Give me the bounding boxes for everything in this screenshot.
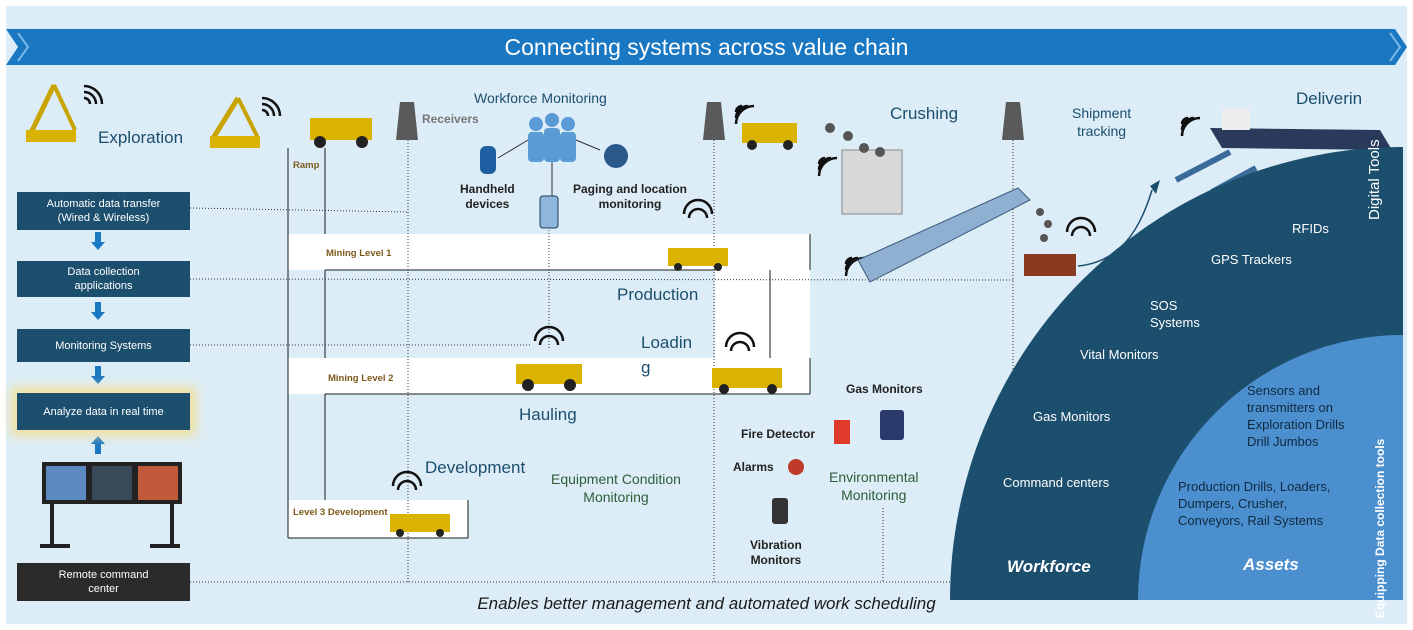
flow-step-analyze: Analyze data in real time bbox=[17, 393, 190, 430]
flow-step-command-center: Remote command center bbox=[17, 563, 190, 601]
label-loading-2: g bbox=[641, 358, 651, 377]
pager-icon bbox=[604, 144, 628, 168]
data-collection-title: Equipping Data collection tools bbox=[1373, 438, 1387, 618]
label-hauling: Hauling bbox=[519, 405, 577, 424]
data-collection-arc bbox=[1138, 335, 1403, 600]
people-icon bbox=[528, 113, 576, 162]
label-delivering: Deliverin bbox=[1296, 89, 1363, 108]
digital-tool-gas: Gas Monitors bbox=[1033, 409, 1111, 424]
banner-title: Connecting systems across value chain bbox=[504, 34, 909, 60]
conveyor-icon bbox=[857, 187, 1031, 283]
label-crushing: Crushing bbox=[890, 104, 959, 123]
label-ramp: Ramp bbox=[293, 160, 320, 171]
rail-car-icon bbox=[1024, 254, 1076, 276]
flow-step-monitoring: Monitoring Systems bbox=[17, 329, 190, 362]
panel-production bbox=[715, 270, 810, 358]
label-paging-location: Paging and location monitoring bbox=[573, 182, 688, 211]
label-fire-detector: Fire Detector bbox=[741, 427, 816, 441]
flow-arrow-icon bbox=[91, 232, 105, 454]
fire-detector-icon bbox=[834, 420, 850, 444]
drill-rig-icon bbox=[26, 83, 260, 148]
crusher-icon bbox=[841, 149, 903, 215]
label-receivers: Receivers bbox=[422, 112, 479, 126]
label-alarms: Alarms bbox=[733, 460, 774, 474]
digital-tool-gps: GPS Trackers bbox=[1211, 252, 1292, 267]
label-mining-level-1: Mining Level 1 bbox=[326, 248, 392, 259]
ore-rocks bbox=[825, 123, 1052, 242]
label-workforce-monitoring: Workforce Monitoring bbox=[474, 90, 607, 106]
dump-truck-icon bbox=[310, 118, 797, 537]
flow-step-data-collection: Data collection applications bbox=[17, 261, 190, 297]
label-gas-monitors-device: Gas Monitors bbox=[846, 382, 923, 396]
signal-lines bbox=[189, 140, 1014, 583]
gas-monitor-icon bbox=[880, 410, 904, 440]
label-production: Production bbox=[617, 285, 699, 304]
label-handheld-devices: Handheld devices bbox=[460, 182, 515, 211]
label-loading: Loadin bbox=[641, 333, 693, 352]
wifi-icon bbox=[83, 84, 1201, 491]
monitor-wall-icon bbox=[40, 462, 182, 548]
data-collection-item-sensors: Sensors and transmitters on Exploration … bbox=[1247, 383, 1345, 449]
digital-tools-title: Digital Tools bbox=[1366, 139, 1383, 220]
digital-tool-vital: Vital Monitors bbox=[1080, 347, 1159, 362]
ship-icon bbox=[1210, 128, 1392, 150]
digital-tool-rfids: RFIDs bbox=[1292, 221, 1329, 236]
label-exploration: Exploration bbox=[98, 128, 184, 147]
label-level-3: Level 3 Development bbox=[293, 507, 388, 518]
mine-shaft-lines bbox=[287, 148, 811, 539]
label-assets: Assets bbox=[1243, 555, 1299, 574]
data-collection-item-equipment: Production Drills, Loaders, Dumpers, Cru… bbox=[1178, 479, 1331, 528]
device-links bbox=[497, 139, 601, 196]
label-environmental: Environmental Monitoring bbox=[829, 469, 919, 503]
flow-step-data-transfer: Automatic data transfer (Wired & Wireles… bbox=[17, 192, 190, 230]
phone-icon bbox=[539, 195, 559, 229]
digital-tool-command: Command centers bbox=[1003, 475, 1110, 490]
vibration-monitor-icon bbox=[772, 498, 788, 524]
label-equipment-condition: Equipment Condition Monitoring bbox=[551, 471, 681, 505]
handheld-device-icon bbox=[480, 146, 496, 174]
footer-caption: Enables better management and automated … bbox=[477, 594, 936, 613]
alarm-icon bbox=[788, 459, 804, 475]
receiver-tower-icon bbox=[396, 102, 1024, 140]
digital-tool-sos: SOS Systems bbox=[1150, 298, 1200, 330]
label-workforce: Workforce bbox=[1007, 557, 1091, 576]
label-mining-level-2: Mining Level 2 bbox=[328, 373, 394, 384]
label-development: Development bbox=[425, 458, 526, 477]
label-shipment-tracking: Shipment tracking bbox=[1072, 105, 1132, 139]
label-vibration-monitors: Vibration Monitors bbox=[750, 538, 802, 567]
